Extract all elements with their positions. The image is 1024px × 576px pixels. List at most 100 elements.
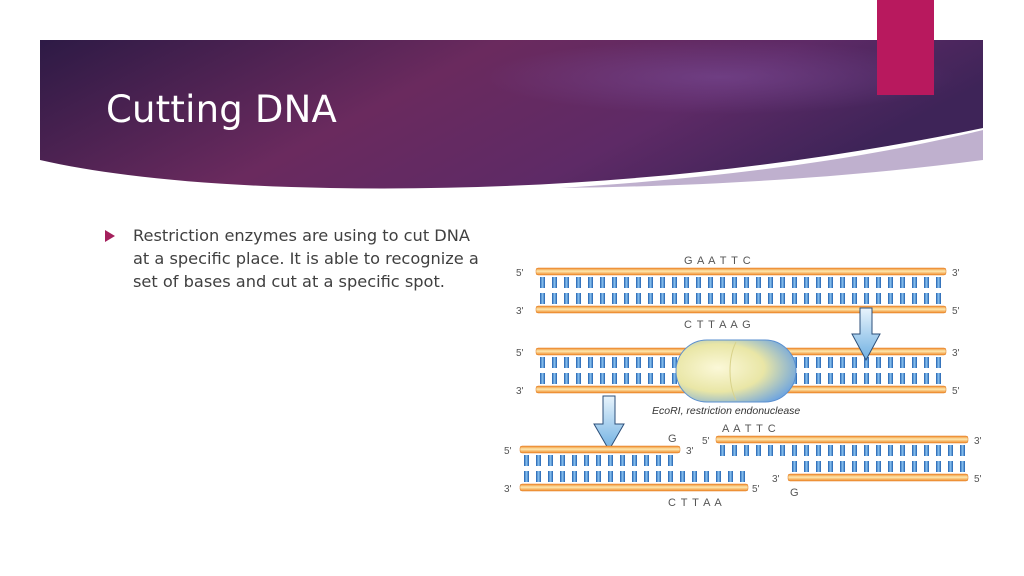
base-pair <box>924 357 929 368</box>
base-pair <box>756 445 761 456</box>
base-pair <box>588 277 593 288</box>
end-label: 3' <box>516 306 524 317</box>
end-label: 5' <box>752 484 760 495</box>
base-pair <box>804 373 809 384</box>
base-pair <box>576 293 581 304</box>
sequence-bottom: C T T A A <box>668 497 723 509</box>
base-pair <box>680 471 685 482</box>
base-pair <box>608 471 613 482</box>
sequence-bottom: C T T A A G <box>684 319 752 331</box>
base-pair <box>624 357 629 368</box>
base-pair <box>576 357 581 368</box>
enzyme-seam <box>729 341 737 401</box>
base-pair <box>792 277 797 288</box>
base-pair <box>564 277 569 288</box>
base-pair <box>816 373 821 384</box>
base-pair <box>852 445 857 456</box>
base-pair <box>660 293 665 304</box>
base-pair <box>552 357 557 368</box>
base-pair <box>648 293 653 304</box>
base-pair <box>608 455 613 466</box>
base-pair <box>852 357 857 368</box>
base-pair <box>564 293 569 304</box>
base-pair <box>912 445 917 456</box>
base-pair <box>876 277 881 288</box>
base-pair <box>840 277 845 288</box>
right-fragment: A A T T C 5' 3' 3' 5' G <box>702 423 982 499</box>
cut-arrow-icon <box>593 395 625 452</box>
base-pair <box>852 293 857 304</box>
base-pair <box>828 293 833 304</box>
base-pair <box>900 445 905 456</box>
base-pair <box>536 455 541 466</box>
base-pair <box>636 357 641 368</box>
base-pair <box>828 461 833 472</box>
base-pair <box>564 373 569 384</box>
base-pair <box>584 471 589 482</box>
base-pair <box>912 357 917 368</box>
base-pair <box>840 445 845 456</box>
base-pair <box>560 471 565 482</box>
base-pair <box>780 293 785 304</box>
base-pair <box>816 461 821 472</box>
base-pair <box>840 461 845 472</box>
base-pair <box>900 373 905 384</box>
base-pair <box>696 293 701 304</box>
base-pair <box>864 357 869 368</box>
end-label: 5' <box>504 446 512 457</box>
base-pair <box>540 357 545 368</box>
base-pair <box>620 455 625 466</box>
base-pair <box>612 277 617 288</box>
end-label: 5' <box>952 386 960 397</box>
base-pair <box>756 277 761 288</box>
base-pair <box>560 455 565 466</box>
base-pair <box>648 373 653 384</box>
base-pair <box>852 461 857 472</box>
end-label: 3' <box>952 268 960 279</box>
end-label: 5' <box>952 306 960 317</box>
base-pair <box>660 373 665 384</box>
base-pair <box>960 461 965 472</box>
base-pair <box>948 461 953 472</box>
end-label: 3' <box>504 484 512 495</box>
base-pair <box>876 357 881 368</box>
base-pair <box>876 461 881 472</box>
base-pair <box>696 277 701 288</box>
end-label: 3' <box>772 474 780 485</box>
base-pair <box>732 445 737 456</box>
base-pair <box>668 455 673 466</box>
base-pair <box>876 373 881 384</box>
end-label: 3' <box>974 436 982 447</box>
dna-cutting-diagram: G A A T T C C T T A A G 5' 3' 3' 5' 5' 3… <box>504 255 982 509</box>
base-pair <box>912 461 917 472</box>
base-pair <box>708 293 713 304</box>
base-pair <box>744 277 749 288</box>
base-pair <box>644 455 649 466</box>
base-pair <box>804 357 809 368</box>
base-pair <box>888 357 893 368</box>
strand-top <box>519 445 681 454</box>
base-pair <box>828 277 833 288</box>
accent-tab <box>877 0 934 95</box>
base-pair <box>864 373 869 384</box>
base-pair <box>624 293 629 304</box>
base-pair <box>912 293 917 304</box>
base-pair <box>612 373 617 384</box>
base-pair <box>612 293 617 304</box>
end-label: 5' <box>702 436 710 447</box>
base-pair <box>864 293 869 304</box>
base-pair <box>816 445 821 456</box>
base-pair <box>816 357 821 368</box>
base-pair <box>564 357 569 368</box>
base-pair <box>936 293 941 304</box>
base-pair <box>792 461 797 472</box>
base-pair <box>804 293 809 304</box>
base-pair <box>672 357 677 368</box>
base-pair <box>960 445 965 456</box>
enzyme-bound-dna: 5' 3' 3' 5' EcoRI, restriction endonucle… <box>516 339 960 417</box>
bullet-arrow-icon <box>105 230 115 242</box>
base-pair <box>708 277 713 288</box>
base-pair <box>924 277 929 288</box>
base-pair <box>524 455 529 466</box>
base-pair <box>720 445 725 456</box>
